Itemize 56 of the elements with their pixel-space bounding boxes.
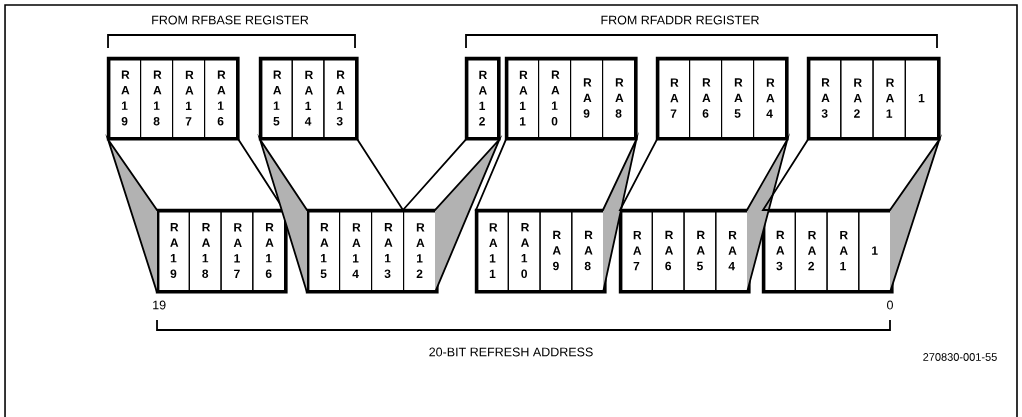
bit-cell: R A 1 9 bbox=[108, 58, 142, 139]
bit-cell: R A 1 8 bbox=[140, 58, 174, 139]
bit-cell: R A 2 bbox=[840, 58, 874, 139]
bit-cell: R A 2 bbox=[794, 210, 828, 292]
bit-cell: R A 1 4 bbox=[339, 210, 373, 292]
bit-cell: R A 1 4 bbox=[291, 58, 325, 139]
label: 20-BIT REFRESH ADDRESS bbox=[429, 347, 593, 357]
bit-cell: R A 7 bbox=[657, 58, 691, 139]
bit-cell: R A 1 bbox=[826, 210, 860, 292]
bit-cell: R A 1 2 bbox=[466, 58, 499, 139]
bit-cell: R A 1 3 bbox=[371, 210, 405, 292]
bit-cell: R A 3 bbox=[763, 210, 796, 292]
bit-cell: R A 1 0 bbox=[538, 58, 572, 139]
bit-cell: R A 1 7 bbox=[172, 58, 206, 139]
register-box bbox=[763, 210, 893, 293]
register-box bbox=[476, 210, 606, 293]
bit-cell: 1 bbox=[904, 58, 939, 139]
register-box bbox=[157, 210, 287, 293]
register-box bbox=[808, 58, 940, 140]
register-box bbox=[620, 210, 750, 293]
bit-cell: R A 5 bbox=[721, 58, 755, 139]
bit-cell: R A 1 6 bbox=[204, 58, 238, 139]
projection bbox=[761, 133, 943, 294]
bit-cell: R A 1 8 bbox=[188, 210, 222, 292]
bit-cell: R A 9 bbox=[539, 210, 573, 292]
bit-cell: R A 1 1 bbox=[506, 58, 540, 139]
label: 19 bbox=[153, 300, 166, 310]
bit-cell: R A 4 bbox=[753, 58, 787, 139]
bit-cell: R A 1 7 bbox=[220, 210, 254, 292]
bit-cell: R A 1 3 bbox=[323, 58, 357, 139]
register-box bbox=[506, 58, 637, 140]
bit-cell: R A 6 bbox=[689, 58, 723, 139]
bit-cell: R A 1 5 bbox=[260, 58, 293, 139]
projection bbox=[257, 133, 405, 294]
register-box bbox=[307, 210, 438, 293]
label: FROM RFBASE REGISTER bbox=[152, 15, 309, 25]
bit-cell: R A 9 bbox=[570, 58, 604, 139]
bit-cell: R A 6 bbox=[651, 210, 685, 292]
label: 270830-001-55 bbox=[923, 353, 997, 361]
bit-cell: R A 1 5 bbox=[307, 210, 341, 292]
bit-cell: R A 1 9 bbox=[157, 210, 190, 292]
register-box bbox=[657, 58, 788, 140]
projection bbox=[401, 134, 503, 294]
label: 0 bbox=[887, 300, 893, 310]
bit-cell: R A 1 1 bbox=[476, 210, 509, 292]
bit-cell: R A 7 bbox=[620, 210, 653, 292]
register-box bbox=[108, 58, 239, 140]
bit-cell: R A 1 6 bbox=[252, 210, 286, 292]
bit-cell: R A 5 bbox=[683, 210, 717, 292]
register-box bbox=[260, 58, 358, 140]
label: FROM RFADDR REGISTER bbox=[601, 15, 759, 25]
bit-cell: R A 1 bbox=[872, 58, 906, 139]
bit-cell: R A 3 bbox=[808, 58, 842, 139]
bit-cell: R A 1 0 bbox=[507, 210, 541, 292]
projection bbox=[474, 131, 639, 294]
bit-cell: R A 8 bbox=[602, 58, 636, 139]
